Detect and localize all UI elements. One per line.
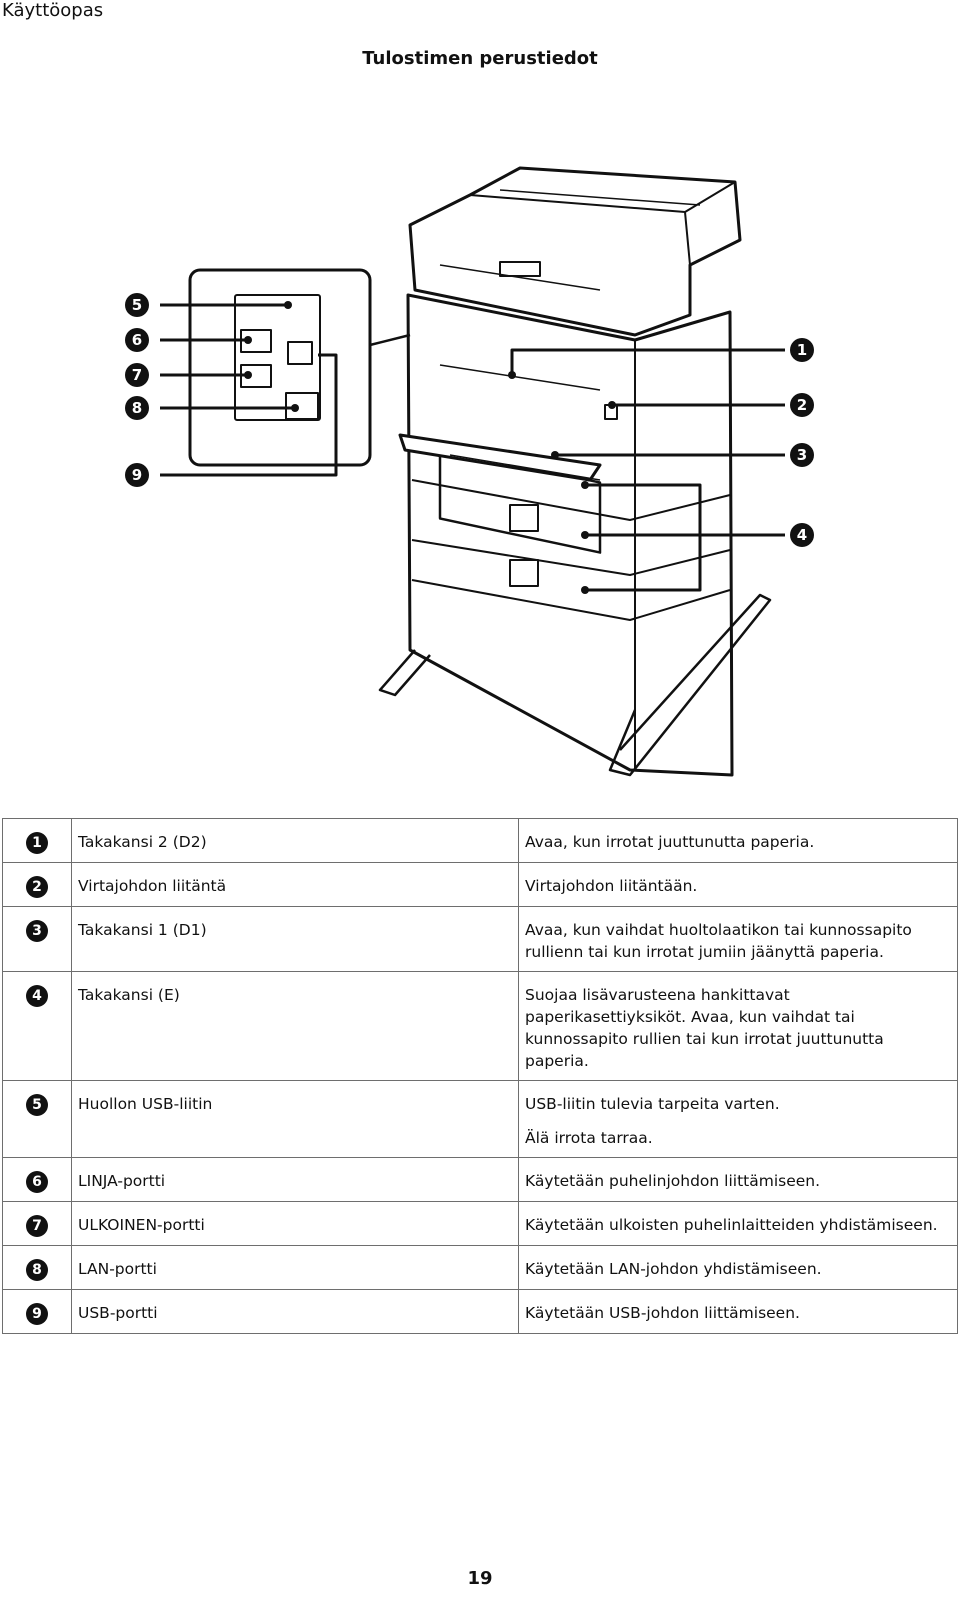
row-number-badge: 5 xyxy=(26,1094,48,1116)
description-paragraph: Käytetään LAN-johdon yhdistämiseen. xyxy=(525,1260,822,1278)
callout-7: 7 xyxy=(132,366,142,384)
document-header-title: Käyttöopas xyxy=(2,0,104,21)
part-description: Avaa, kun vaihdat huoltolaatikon tai kun… xyxy=(518,906,958,972)
table-row: 1 Takakansi 2 (D2) Avaa, kun irrotat juutt… xyxy=(2,818,958,863)
callout-2: 2 xyxy=(797,396,807,414)
part-name: LAN-portti xyxy=(71,1245,519,1290)
description-paragraph: USB-liitin tulevia tarpeita varten. xyxy=(525,1095,780,1113)
row-number-cell: 4 xyxy=(2,971,72,1081)
callout-5: 5 xyxy=(132,296,142,314)
part-name: ULKOINEN-portti xyxy=(71,1201,519,1246)
ports-panel-inset xyxy=(188,268,372,467)
section-title: Tulostimen perustiedot xyxy=(362,48,598,69)
row-number-badge: 9 xyxy=(26,1303,48,1325)
table-row: 3 Takakansi 1 (D1)Avaa, kun vaihdat huolt… xyxy=(2,906,958,972)
row-number-badge: 4 xyxy=(26,985,48,1007)
table-row: 9 USB-portti Käytetään USB-johdon liittämi… xyxy=(2,1289,958,1334)
row-number-badge: 3 xyxy=(26,920,48,942)
row-number-badge: 7 xyxy=(26,1215,48,1237)
callout-1: 1 xyxy=(797,341,807,359)
table-row: 7 ULKOINEN-portti Käytetään ulkoisten puhe… xyxy=(2,1201,958,1246)
page-number: 19 xyxy=(467,1568,493,1589)
table-row: 6 LINJA-portti Käytetään puhelinjohdon lii… xyxy=(2,1157,958,1202)
description-paragraph: Avaa, kun vaihdat huoltolaatikon tai kun… xyxy=(525,921,912,961)
callout-8: 8 xyxy=(132,399,142,417)
part-description: Avaa, kun irrotat juuttunutta paperia. xyxy=(518,818,958,863)
row-number-badge: 2 xyxy=(26,876,48,898)
part-description: Suojaa lisävarusteena hankittavat paperi… xyxy=(518,971,958,1081)
part-name: Huollon USB-liitin xyxy=(71,1080,519,1158)
table-row: 2 Virtajohdon liitäntä Virtajohdon liitänt… xyxy=(2,862,958,907)
table-row: 4 Takakansi (E)Suojaa lisävarusteena hank… xyxy=(2,971,958,1081)
row-number-cell: 2 xyxy=(2,862,72,907)
row-number-badge: 6 xyxy=(26,1171,48,1193)
row-number-cell: 6 xyxy=(2,1157,72,1202)
description-paragraph: Käytetään ulkoisten puhelinlaitteiden yh… xyxy=(525,1216,938,1234)
row-number-cell: 9 xyxy=(2,1289,72,1334)
description-paragraph: Älä irrota tarraa. xyxy=(525,1129,653,1147)
part-description: Virtajohdon liitäntään. xyxy=(518,862,958,907)
description-paragraph: Avaa, kun irrotat juuttunutta paperia. xyxy=(525,833,815,851)
description-paragraph: Virtajohdon liitäntään. xyxy=(525,877,698,895)
part-name: Virtajohdon liitäntä xyxy=(71,862,519,907)
part-description: Käytetään ulkoisten puhelinlaitteiden yh… xyxy=(518,1201,958,1246)
parts-table: 1 Takakansi 2 (D2) Avaa, kun irrotat juutt… xyxy=(2,818,958,1334)
part-description: Käytetään LAN-johdon yhdistämiseen. xyxy=(518,1245,958,1290)
table-row: 8 LAN-portti Käytetään LAN-johdon yhdistäm… xyxy=(2,1245,958,1290)
row-number-cell: 3 xyxy=(2,906,72,972)
description-paragraph: Käytetään puhelinjohdon liittämiseen. xyxy=(525,1172,821,1190)
callout-3: 3 xyxy=(797,446,807,464)
callout-9: 9 xyxy=(132,466,142,484)
printer-rear-view-figure: 5 6 7 8 9 1 2 3 4 xyxy=(125,166,814,777)
part-name: Takakansi (E) xyxy=(71,971,519,1081)
row-number-badge: 1 xyxy=(26,832,48,854)
row-number-cell: 8 xyxy=(2,1245,72,1290)
part-name: LINJA-portti xyxy=(71,1157,519,1202)
row-number-cell: 5 xyxy=(2,1080,72,1158)
row-number-badge: 8 xyxy=(26,1259,48,1281)
part-description: Käytetään USB-johdon liittämiseen. xyxy=(518,1289,958,1334)
callout-6: 6 xyxy=(132,331,142,349)
row-number-cell: 1 xyxy=(2,818,72,863)
description-paragraph: Käytetään USB-johdon liittämiseen. xyxy=(525,1304,800,1322)
description-paragraph: Suojaa lisävarusteena hankittavat paperi… xyxy=(525,986,884,1070)
part-description: USB-liitin tulevia tarpeita varten. Älä i… xyxy=(518,1080,958,1158)
part-name: Takakansi 1 (D1) xyxy=(71,906,519,972)
part-name: USB-portti xyxy=(71,1289,519,1334)
row-number-cell: 7 xyxy=(2,1201,72,1246)
part-name: Takakansi 2 (D2) xyxy=(71,818,519,863)
callout-4: 4 xyxy=(797,526,807,544)
part-description: Käytetään puhelinjohdon liittämiseen. xyxy=(518,1157,958,1202)
